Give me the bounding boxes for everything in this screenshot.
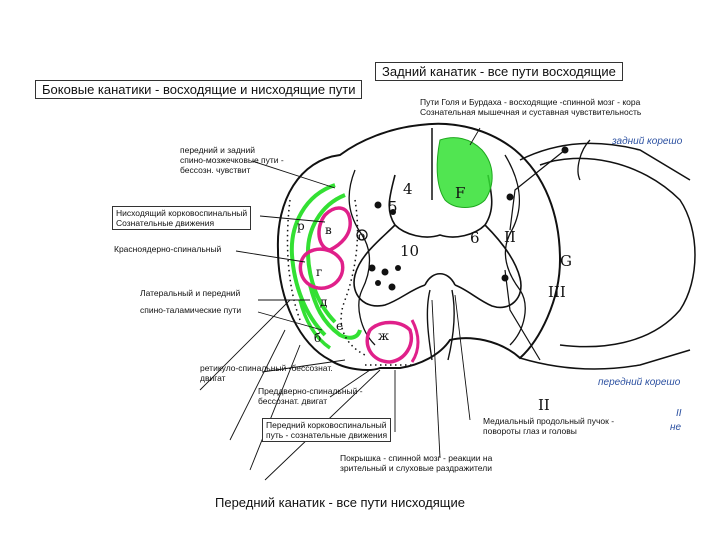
vestibulospinal-line-2: бессознат. двигат [258,397,363,407]
spinocerebellar-label: передний и задний спино-мозжечковые пути… [180,146,284,175]
label-III: III [548,283,566,301]
tract-letter-zh: ж [378,329,389,343]
inner-contour-left [349,170,375,345]
lat-corticospinal-line-2: Сознательные движения [116,218,247,228]
goll-burdach-line-2: Сознательная мышечная и суставная чувств… [420,108,641,118]
ventral-root [520,350,690,369]
tract-letter-d: д [320,295,327,309]
ant-corticospinal-box: Передний корковоспинальный путь - сознат… [262,418,391,442]
posterior-column-label: Задний канатик - все пути восходящие [382,64,616,79]
reticulospinal-label: ретикуло-спинальный -бессознат. двигат [200,364,333,384]
spinothalamic-line-1: Латеральный и передний [140,289,240,299]
tectospinal-label: Покрышка - спинной мозг - реакции на зри… [340,454,492,474]
tract-letter-v: в [325,223,332,237]
ant-corticospinal-line-2: путь - сознательные движения [266,430,387,440]
medial-longitudinal-line-2: повороты глаз и головы [483,427,614,437]
ant-corticospinal-magenta [367,323,411,363]
lateral-columns-label: Боковые канатики - восходящие и нисходящ… [42,82,355,97]
root-bracket [578,140,590,180]
vestibulospinal-label: Преддверно-спинальный - бессознат. двига… [258,387,363,407]
tract-letter-r: р [297,219,305,233]
lat-corticospinal-magenta [319,208,350,250]
label-II-lower: II [538,396,550,414]
rubrospinal-label: Красноядерно-спинальный [114,245,221,255]
ant-corticospinal-line-1: Передний корковоспинальный [266,420,387,430]
label-10: 10 [400,242,419,260]
reticulospinal-line-2: двигат [200,374,333,384]
tract-letter-g: г [316,265,322,279]
anterior-column-label: Передний канатик - все пути нисходящие [215,496,465,511]
posterior-column-box: Задний канатик - все пути восходящие [375,62,623,81]
tract-letter-b: б [314,331,321,345]
ventral-root-label: передний корешо [598,377,680,389]
tract-letter-o: о [358,229,365,243]
goll-burdach-label: Пути Голя и Бурдаха - восходящие -спинно… [420,98,641,118]
spinocerebellar-line-3: бессозн. чувствит [180,166,284,176]
tract-letter-e: е [336,319,343,333]
label-6: 6 [470,229,480,247]
label-F: F [455,184,465,202]
medial-longitudinal-label: Медиальный продольный пучок - повороты г… [483,417,614,437]
dorsal-root [520,143,690,180]
right-edge-text-1: II [676,408,682,420]
grey-matter [354,175,521,307]
label-5: 5 [388,198,398,216]
neuron-line-2 [505,270,540,360]
label-G: G [560,252,572,270]
label-II-upper: II [504,228,516,246]
lateral-columns-box: Боковые канатики - восходящие и нисходящ… [35,80,362,99]
dorsal-root-label: задний корешо [612,136,682,148]
label-4: 4 [403,180,413,198]
spinothalamic-line-2: спино-таламические пути [140,306,241,316]
right-edge-text-2: не [670,422,681,434]
tectospinal-line-2: зрительный и слуховые раздражители [340,464,492,474]
lat-corticospinal-line-1: Нисходящий корковоспинальный [116,208,247,218]
lat-corticospinal-box: Нисходящий корковоспинальный Сознательны… [112,206,251,230]
